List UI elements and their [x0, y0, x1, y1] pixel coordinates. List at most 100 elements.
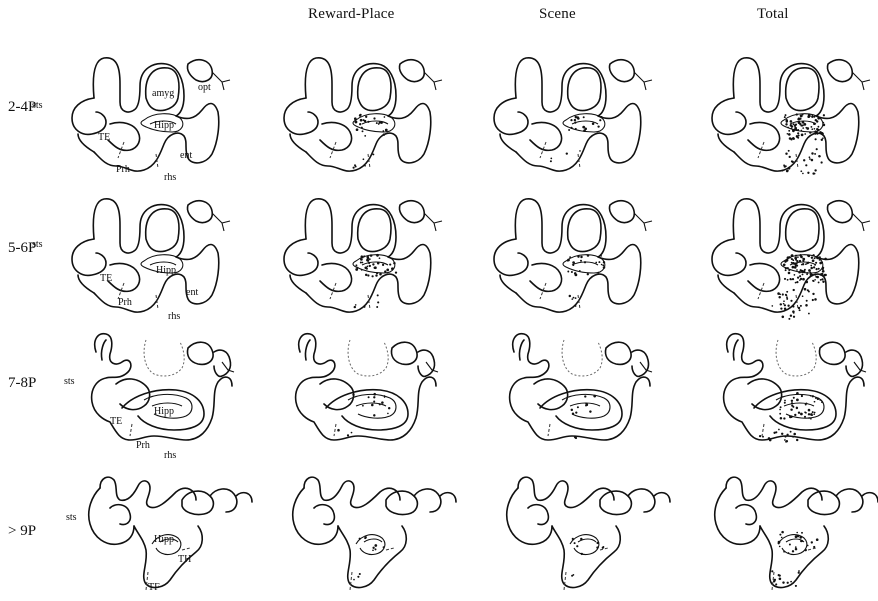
recording-dot — [568, 129, 570, 131]
recording-dot — [361, 255, 364, 258]
recording-dot — [800, 305, 802, 307]
recording-dot — [813, 122, 816, 125]
recording-dot — [601, 264, 603, 266]
label-rhs: rhs — [164, 172, 176, 183]
section-5-6p-total — [712, 199, 870, 320]
recording-dot — [774, 579, 776, 581]
recording-dot — [378, 123, 380, 125]
recording-dot — [788, 150, 790, 152]
recording-dot — [802, 127, 804, 129]
recording-dot — [800, 170, 802, 172]
recording-dot — [779, 409, 781, 411]
recording-dot — [364, 165, 366, 167]
recording-dot — [580, 538, 582, 540]
recording-dot — [337, 429, 340, 432]
recording-dot — [364, 537, 366, 539]
recording-dot — [785, 267, 787, 269]
recording-dot — [794, 414, 796, 416]
recording-dot — [791, 254, 793, 256]
recording-dot — [793, 433, 796, 436]
recording-dot — [575, 128, 577, 130]
recording-dot — [576, 545, 578, 547]
recording-dot — [783, 300, 785, 302]
recording-dot — [812, 395, 814, 397]
recording-dot — [355, 264, 357, 266]
recording-dot — [572, 261, 575, 264]
recording-dot — [785, 436, 787, 438]
recording-dot — [793, 316, 795, 318]
recording-dot — [797, 256, 799, 258]
recording-dot — [790, 278, 792, 280]
label-hipp: Hipp — [156, 265, 176, 276]
recording-dot — [355, 165, 357, 167]
recording-dot — [801, 134, 804, 137]
recording-dot — [817, 114, 819, 116]
recording-dot — [374, 544, 377, 547]
recording-dot — [372, 153, 374, 155]
recording-dot — [382, 264, 384, 266]
recording-dot — [799, 309, 801, 311]
recording-dot — [381, 122, 383, 124]
recording-dot — [364, 120, 366, 122]
recording-dot — [377, 262, 380, 265]
label-amyg: amyg — [152, 88, 174, 99]
recording-dot — [785, 294, 787, 296]
recording-dot — [779, 534, 781, 536]
section-2-4p-reward-place — [284, 58, 442, 171]
recording-dot — [820, 161, 822, 163]
recording-dot — [801, 532, 803, 534]
recording-dot — [360, 119, 363, 122]
recording-dot — [815, 138, 817, 140]
recording-dot — [809, 158, 811, 160]
recording-dot — [790, 120, 793, 123]
recording-dot — [815, 262, 817, 264]
recording-dot — [575, 305, 577, 307]
recording-dot — [788, 272, 791, 275]
recording-dot — [597, 125, 599, 127]
label-ent: ent — [180, 150, 192, 161]
recording-dot — [791, 128, 793, 130]
recording-dot — [363, 306, 365, 308]
recording-dot — [784, 278, 786, 280]
recording-dot — [794, 127, 797, 130]
recording-dot — [373, 117, 375, 119]
recording-dot — [600, 116, 602, 118]
recording-dot — [802, 258, 804, 260]
recording-dot — [386, 269, 389, 272]
recording-dot — [598, 261, 600, 263]
recording-dot — [353, 579, 355, 581]
recording-dot — [792, 436, 794, 438]
recording-dot — [810, 265, 812, 267]
recording-dot — [824, 258, 827, 261]
recording-dot — [819, 259, 821, 261]
recording-dot — [373, 393, 376, 396]
recording-dot — [810, 267, 813, 270]
recording-dot — [802, 278, 805, 281]
recording-dot — [785, 152, 787, 154]
recording-dot — [809, 115, 811, 117]
recording-dot — [781, 396, 783, 398]
recording-dot — [811, 257, 813, 259]
label-hipp: Hipp — [154, 120, 174, 131]
recording-dot — [786, 291, 788, 293]
recording-dot — [796, 135, 798, 137]
recording-dot — [364, 135, 366, 137]
recording-dot — [782, 293, 784, 295]
recording-dot — [377, 294, 379, 296]
recording-dot — [801, 395, 803, 397]
recording-dot — [807, 255, 809, 257]
recording-dot — [821, 278, 823, 280]
recording-dot — [811, 152, 813, 154]
recording-dot — [789, 156, 791, 158]
section-9p-reward-place — [293, 477, 456, 590]
recording-dot — [570, 127, 572, 129]
recording-dot — [778, 296, 780, 298]
recording-dot — [787, 279, 789, 281]
recording-dot — [802, 124, 804, 126]
recording-dot — [371, 275, 373, 277]
recording-dot — [811, 541, 813, 543]
recording-dot — [384, 116, 386, 118]
recording-dot — [376, 122, 378, 124]
recording-dot — [785, 441, 787, 443]
